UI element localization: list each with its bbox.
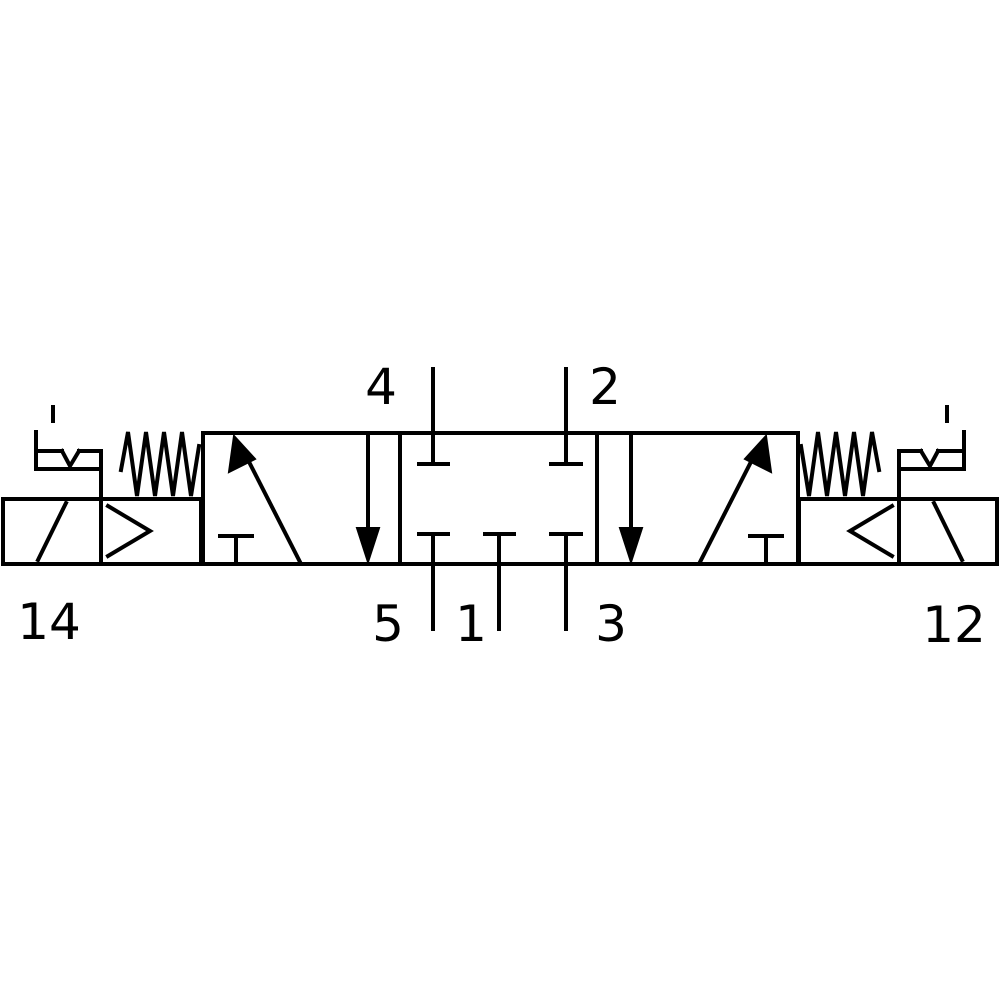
port-2-line <box>549 367 583 466</box>
right-actuator <box>797 405 999 566</box>
left-actuator <box>1 405 203 566</box>
port-4-line <box>417 367 450 466</box>
left-spring-icon <box>118 431 202 497</box>
right-position-down-arrow-icon <box>618 434 644 566</box>
right-pilot-triangle-icon <box>846 503 895 559</box>
port-3-line <box>549 532 583 631</box>
port-label-1: 1 <box>455 595 487 653</box>
left-position-blocked-port-icon <box>218 534 254 564</box>
right-manual-override-icon <box>897 405 966 501</box>
left-solenoid-coil-icon <box>35 500 69 563</box>
port-label-14: 14 <box>17 593 81 651</box>
port-label-3: 3 <box>595 595 627 653</box>
port-5-line <box>417 532 450 631</box>
right-position-blocked-port-icon <box>748 534 784 564</box>
right-solenoid-coil-icon <box>931 500 965 563</box>
port-label-2: 2 <box>589 358 621 416</box>
port-label-4: 4 <box>365 358 397 416</box>
port-label-5: 5 <box>372 595 404 653</box>
port-1-line <box>483 532 516 631</box>
center-position <box>417 367 583 631</box>
right-spring-icon <box>798 431 882 497</box>
left-position <box>218 433 381 566</box>
right-position-diagonal-arrow-icon <box>697 433 773 565</box>
port-label-12: 12 <box>922 596 986 654</box>
right-position <box>618 433 784 566</box>
left-manual-override-icon <box>34 405 103 501</box>
left-pilot-triangle-icon <box>105 503 154 559</box>
left-position-down-arrow-icon <box>355 434 381 566</box>
left-position-diagonal-arrow-icon <box>227 433 303 565</box>
